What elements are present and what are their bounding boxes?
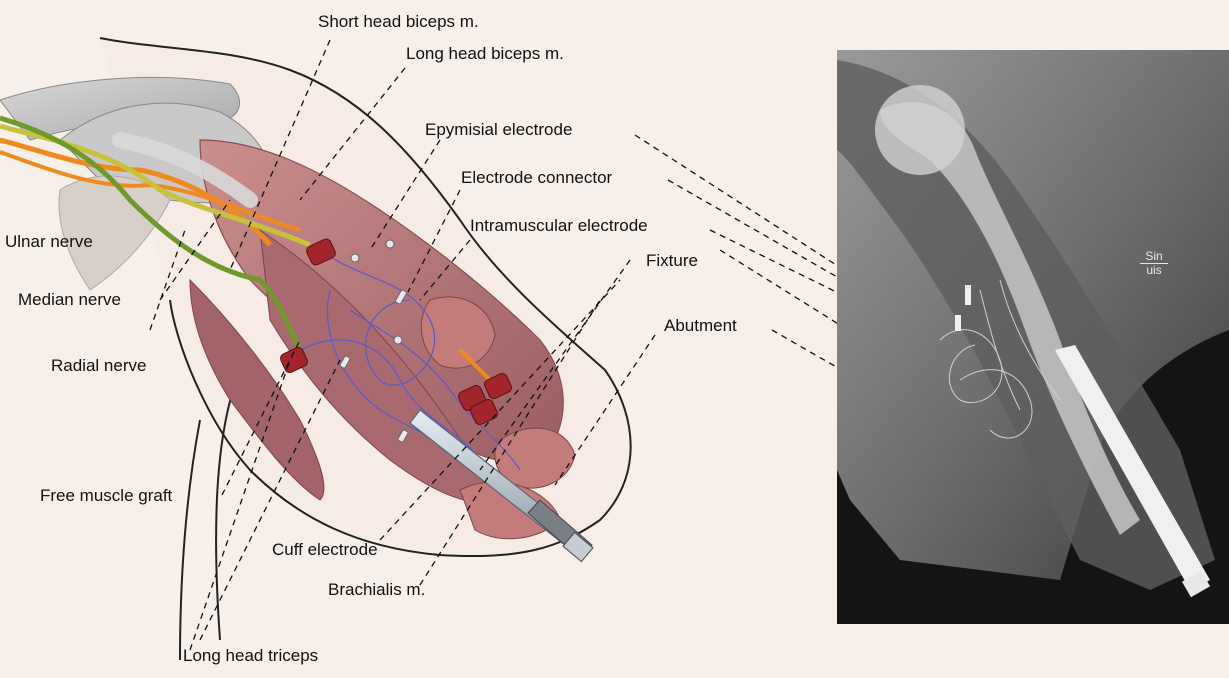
label-radial-nerve: Radial nerve (51, 356, 146, 376)
label-ulnar-nerve: Ulnar nerve (5, 232, 93, 252)
label-abutment: Abutment (664, 316, 737, 336)
label-intramuscular-electrode: Intramuscular electrode (470, 216, 648, 236)
label-cuff-electrode: Cuff electrode (272, 540, 378, 560)
label-electrode-connector: Electrode connector (461, 168, 612, 188)
label-long-head-biceps: Long head biceps m. (406, 44, 564, 64)
label-short-head-biceps: Short head biceps m. (318, 12, 479, 32)
xray-side-marker: Sin uis (1140, 250, 1168, 277)
label-long-head-triceps: Long head triceps (183, 646, 318, 666)
label-free-muscle-graft: Free muscle graft (40, 486, 172, 506)
label-brachialis: Brachialis m. (328, 580, 425, 600)
label-epymisial-electrode: Epymisial electrode (425, 120, 572, 140)
skin-outline-lower2 (180, 420, 200, 660)
xray-marker-bottom: uis (1140, 264, 1168, 277)
label-median-nerve: Median nerve (18, 290, 121, 310)
label-fixture: Fixture (646, 251, 698, 271)
xray-marker-top: Sin (1140, 250, 1168, 264)
xray-image (837, 50, 1229, 624)
